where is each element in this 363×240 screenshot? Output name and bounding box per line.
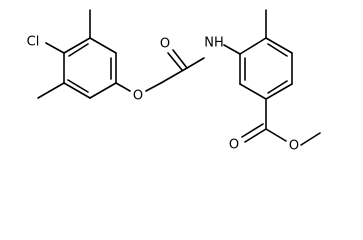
carbonyl-oxygen-label: O [160,37,170,52]
amide-bond [186,57,205,69]
ch2-carbonyl-bond [160,67,188,84]
ring-bond [265,37,293,54]
chloro-bond [45,42,65,54]
methylbenzoate-ring [239,9,321,146]
ring-double-bond [67,79,89,93]
ester-carbonyl-oxygen-label: O [229,138,239,153]
ring-bond [239,83,267,100]
carbonyl-double-bond [167,52,183,71]
nh-aryl-bond [223,44,241,55]
ether-ch2-bond [145,82,162,92]
ester-double-bond [244,128,267,143]
molecule-diagram: Cl O O NH O O [27,9,321,154]
methoxy-bond [300,132,321,146]
ring-double-bond [68,43,89,57]
ring-bond [63,82,91,99]
ester-double-bond [241,123,264,138]
structure-canvas: Cl O O NH O O [27,9,321,154]
amide-nh-label: NH [204,36,224,51]
ring-bond [89,82,117,99]
methyl-bond [37,82,65,99]
ring-bond [265,83,293,100]
ester-oxygen-label: O [289,139,299,154]
atom-labels: Cl O O NH O O [27,35,299,154]
ester-single-bond [265,128,287,142]
carbonyl-double-bond [172,49,188,69]
dimethylchlorophenyl-ring [37,9,117,99]
ring-bond [239,37,267,55]
ring-double-bond [267,80,288,94]
oxyacetamide-linker [115,44,241,92]
ring-double-bond [267,43,288,57]
aryl-ether-bond [115,82,131,92]
ether-oxygen-label: O [133,89,143,104]
ring-bond [63,37,91,54]
ring-bond [89,37,117,54]
chlorine-label: Cl [27,35,40,50]
